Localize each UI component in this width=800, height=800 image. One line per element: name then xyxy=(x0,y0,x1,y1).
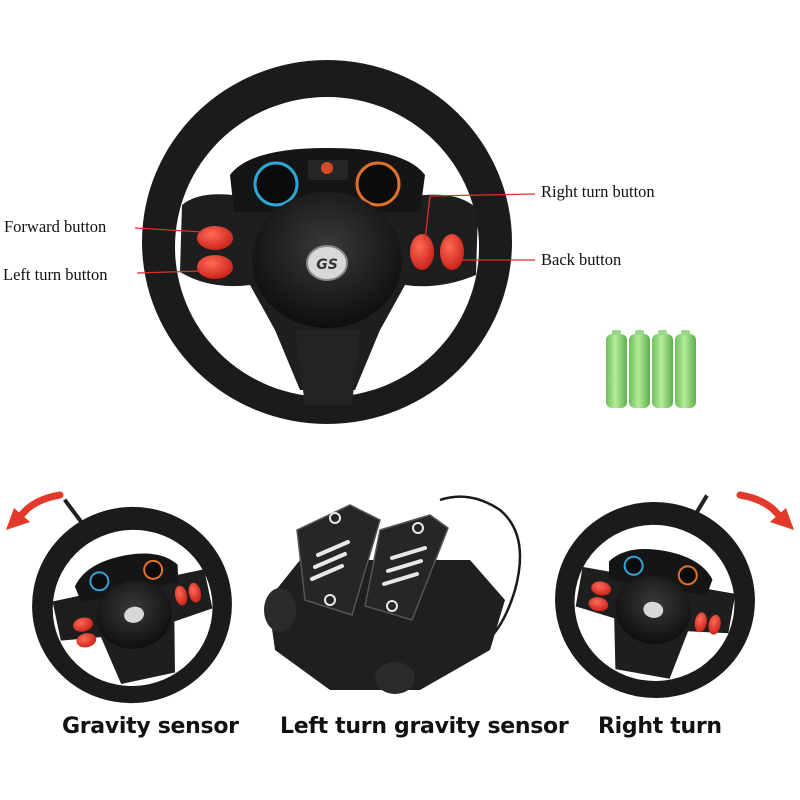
logo-text: GS xyxy=(316,257,338,273)
pedal-icon xyxy=(296,504,381,616)
pedal-icon xyxy=(364,514,449,621)
speedometer-gauge xyxy=(253,161,299,207)
back-button-label: Back button xyxy=(541,250,622,269)
pedal-unit xyxy=(264,495,522,694)
right-turn-button[interactable] xyxy=(410,234,434,270)
lower-spoke xyxy=(295,330,360,405)
left-turn-button[interactable] xyxy=(197,255,233,279)
back-button[interactable] xyxy=(440,234,464,270)
callout-lines xyxy=(134,193,536,274)
left-turn-button-label: Left turn button xyxy=(3,265,108,284)
right-turn-wheel xyxy=(555,494,755,699)
right-turn-button-label: Right turn button xyxy=(541,182,655,201)
forward-button-label: Forward button xyxy=(4,217,107,236)
main-steering-wheel: GS xyxy=(142,60,512,424)
battery-set xyxy=(606,330,696,408)
gravity-sensor-caption: Gravity sensor xyxy=(62,714,239,739)
gravity-sensor-wheel xyxy=(32,498,232,704)
battery-icon xyxy=(629,334,650,408)
battery-icon xyxy=(606,334,627,408)
gs-logo xyxy=(306,245,348,281)
battery-icon xyxy=(652,334,673,408)
left-turn-gravity-caption: Left turn gravity sensor xyxy=(280,714,569,739)
tachometer-gauge xyxy=(355,161,401,207)
rotate-arrow-icon xyxy=(6,491,64,530)
battery-icon xyxy=(675,334,696,408)
right-turn-caption: Right turn xyxy=(598,714,722,739)
forward-button[interactable] xyxy=(197,226,233,250)
rotate-arrow-icon xyxy=(736,491,794,530)
